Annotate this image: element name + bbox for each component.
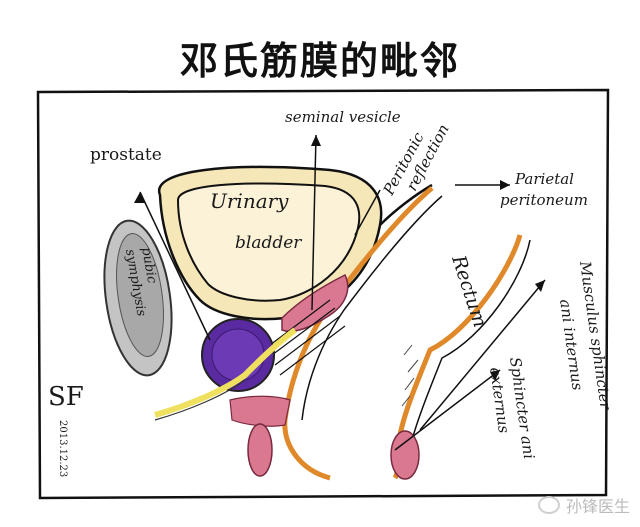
arrow-heads bbox=[134, 135, 545, 381]
diagram-frame bbox=[36, 88, 610, 500]
urogenital-muscle bbox=[229, 395, 291, 427]
pubic-symphysis bbox=[103, 219, 173, 377]
rectum-anterior-wall bbox=[282, 186, 434, 481]
signature-date: 2013.12.23 bbox=[57, 420, 68, 477]
label-rectum: Rectum bbox=[447, 252, 491, 330]
urethra bbox=[154, 327, 297, 418]
urethra-outline bbox=[154, 379, 246, 421]
label-seminal-vesicle: seminal vesicle bbox=[285, 108, 401, 126]
watermark: 孙锋医生 bbox=[537, 493, 630, 517]
label-prostate: prostate bbox=[90, 145, 162, 165]
sphincter-externus-right bbox=[390, 430, 420, 480]
sphincter-externus-left bbox=[247, 423, 273, 477]
label-peritoneum: peritoneum bbox=[500, 191, 588, 209]
rectum-anterior-wall-inner bbox=[301, 195, 443, 421]
seminal-vesicle bbox=[281, 273, 349, 332]
label-sphincter-internus-2: ani internus bbox=[556, 298, 587, 392]
denonvilliers-fascia bbox=[269, 299, 346, 376]
wechat-icon bbox=[537, 496, 560, 514]
label-bladder: bladder bbox=[235, 233, 302, 253]
parietal-peritoneum bbox=[379, 183, 433, 226]
label-parietal: Parietal bbox=[514, 170, 574, 188]
page-title: 邓氏筋膜的毗邻 bbox=[179, 39, 460, 83]
label-sphincter-externus-1: Sphincter ani bbox=[506, 356, 538, 460]
label-urinary: Urinary bbox=[210, 189, 289, 213]
signature-initials: SF bbox=[48, 382, 84, 412]
label-pubic: pubic bbox=[138, 246, 159, 285]
rectum-posterior-wall-outer bbox=[411, 239, 531, 441]
watermark-text: 孙锋医生 bbox=[565, 497, 630, 516]
mesorectum-hatching bbox=[401, 344, 419, 407]
